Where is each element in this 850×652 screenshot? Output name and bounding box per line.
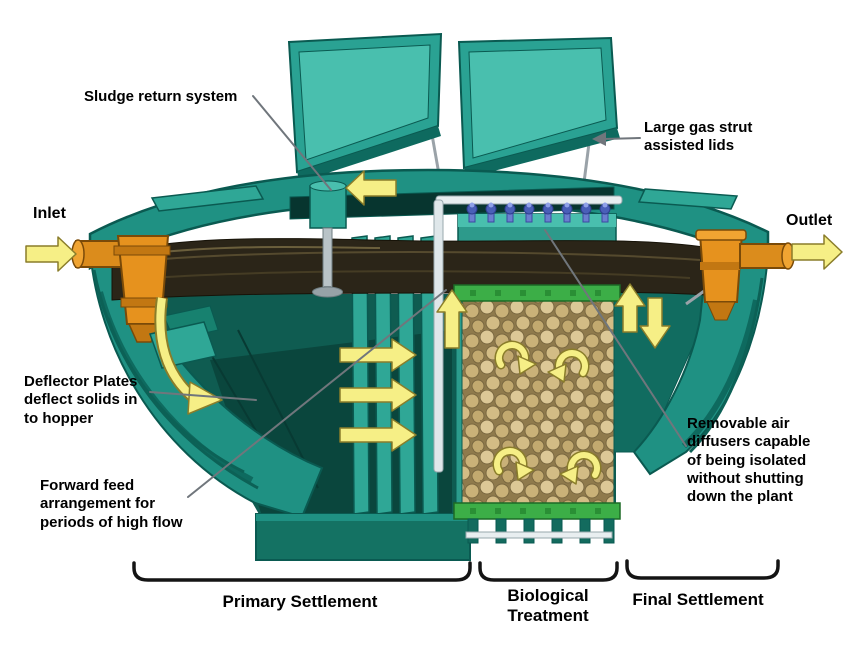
brace-biological: [478, 561, 619, 582]
flow-arrows: [25, 170, 843, 484]
air-diffuser-icon: [542, 202, 554, 223]
diffuser-leader-line: [544, 229, 687, 447]
deck-hatch-left: [150, 185, 265, 212]
lid-right: [457, 36, 620, 178]
base-pedestal: [255, 513, 471, 561]
forward-flow-arrow: [339, 338, 417, 372]
section-biological-label: Biological Treatment: [507, 586, 589, 626]
sludge-return-label: Sludge return system: [84, 88, 238, 105]
gas-strut-arrowhead: [592, 132, 606, 146]
sludge-return-system: [309, 180, 347, 298]
air-diffuser-icon: [561, 202, 573, 223]
section-primary-label: Primary Settlement: [222, 592, 378, 611]
air-diffuser-icon: [485, 202, 497, 223]
up-flow-arrow: [614, 283, 646, 333]
bio-box-feet: [467, 518, 615, 544]
gas-strut-leader-line: [603, 137, 641, 140]
inlet-label: Inlet: [33, 205, 66, 222]
forward-flow-arrow: [339, 378, 417, 412]
leader-lines: [149, 95, 687, 498]
outlet-label: Outlet: [786, 212, 833, 229]
sludge-flow-arrow: [345, 170, 397, 206]
air-riser-pipe: [433, 199, 444, 473]
air-diffuser-icon: [504, 202, 516, 223]
gas-strut-lids: [287, 32, 620, 200]
deck-hatch-right: [637, 188, 739, 210]
gas-strut-label: Large gas strut assisted lids: [644, 119, 753, 155]
air-diffuser-icon: [523, 202, 535, 223]
section-final-label: Final Settlement: [632, 590, 764, 609]
bio-media-bed: [453, 284, 621, 544]
air-diffuser-icon: [466, 202, 478, 223]
section-braces: [132, 559, 780, 582]
deflector-leader-line: [149, 391, 257, 401]
inlet-flow-arrow: [25, 236, 77, 272]
air-diffusers-label: Removable air diffusers capable of being…: [687, 415, 811, 506]
up-flow-arrow: [436, 289, 468, 349]
forward-flow-arrow: [339, 418, 417, 452]
sludge-leader-line: [252, 95, 332, 191]
deflector-plates-label: Deflector Plates deflect solids in to ho…: [24, 373, 138, 427]
aeration-grid-bottom: [453, 502, 621, 520]
outlet-pipe: [685, 229, 795, 321]
bottom-air-pipe: [465, 531, 613, 539]
air-diffuser-icon: [599, 202, 611, 223]
air-diffuser-icon: [580, 202, 592, 223]
forward-feed-leader-line: [187, 289, 447, 498]
aeration-grid-top: [453, 284, 621, 302]
forward-feed-label: Forward feed arrangement for periods of …: [40, 477, 183, 531]
inlet-pipe: [71, 235, 171, 343]
brace-primary: [132, 561, 472, 582]
lid-left: [287, 32, 443, 182]
brace-final: [625, 559, 780, 580]
down-flow-arrow: [639, 297, 671, 349]
outlet-flow-arrow: [791, 234, 843, 270]
